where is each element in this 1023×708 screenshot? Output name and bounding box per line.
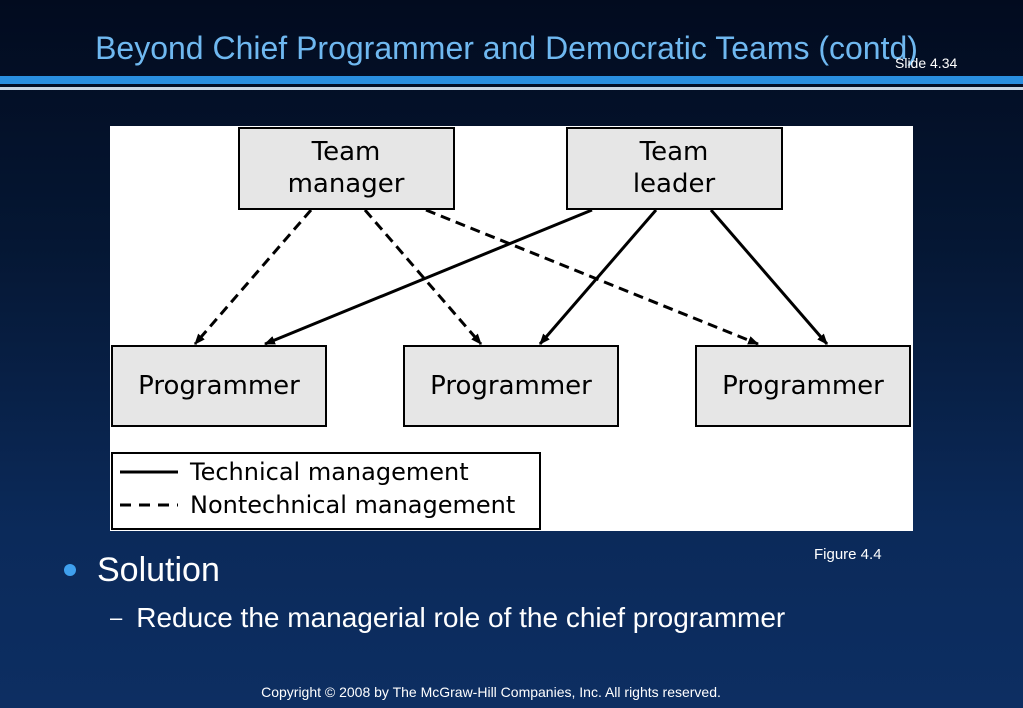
org-chart-diagram: Team manager Team leader Programmer Prog… [111, 127, 911, 530]
title-divider-rule [0, 87, 1023, 90]
node-programmer-2: Programmer [403, 345, 619, 427]
title-accent-rule [0, 76, 1023, 84]
figure-caption: Figure 4.4 [814, 546, 882, 563]
sub-bullet-text: Reduce the managerial role of the chief … [136, 602, 786, 633]
node-programmer-1: Programmer [111, 345, 327, 427]
node-programmer-2-label: Programmer [430, 371, 592, 401]
edge-manager-to-programmer-3 [425, 208, 760, 346]
bullet-dot-icon [64, 564, 76, 576]
node-team-leader-line-2: leader [633, 169, 716, 199]
edge-manager-to-programmer-2 [363, 209, 483, 345]
legend-technical-label: Technical management [189, 458, 469, 486]
sub-bullet-dash-icon: – [110, 605, 123, 630]
edge-leader-to-programmer-2 [538, 209, 658, 345]
node-team-manager: Team manager [238, 127, 455, 210]
slide-number: Slide 4.34 [895, 55, 958, 71]
copyright-footer: Copyright © 2008 by The McGraw-Hill Comp… [261, 684, 721, 700]
edge-leader-to-programmer-3 [709, 209, 829, 345]
org-chart-figure: Team manager Team leader Programmer Prog… [110, 126, 913, 531]
legend-nontechnical-label: Nontechnical management [190, 491, 515, 519]
edge-leader-to-programmer-1 [263, 208, 593, 346]
node-team-leader: Team leader [566, 127, 783, 210]
bullet-text: Solution [97, 551, 220, 589]
node-team-leader-line-1: Team [639, 137, 709, 167]
node-team-manager-line-2: manager [288, 169, 405, 199]
slide-title: Beyond Chief Programmer and Democratic T… [95, 30, 918, 66]
node-programmer-3-label: Programmer [722, 371, 884, 401]
bullet-item: Solution [64, 550, 220, 590]
node-programmer-1-label: Programmer [138, 371, 300, 401]
diagram-legend: Technical management Nontechnical manage… [111, 452, 541, 530]
node-programmer-3: Programmer [695, 345, 911, 427]
edge-manager-to-programmer-1 [193, 209, 313, 345]
node-team-manager-line-1: Team [311, 137, 381, 167]
sub-bullet-item: – Reduce the managerial role of the chie… [110, 601, 785, 635]
